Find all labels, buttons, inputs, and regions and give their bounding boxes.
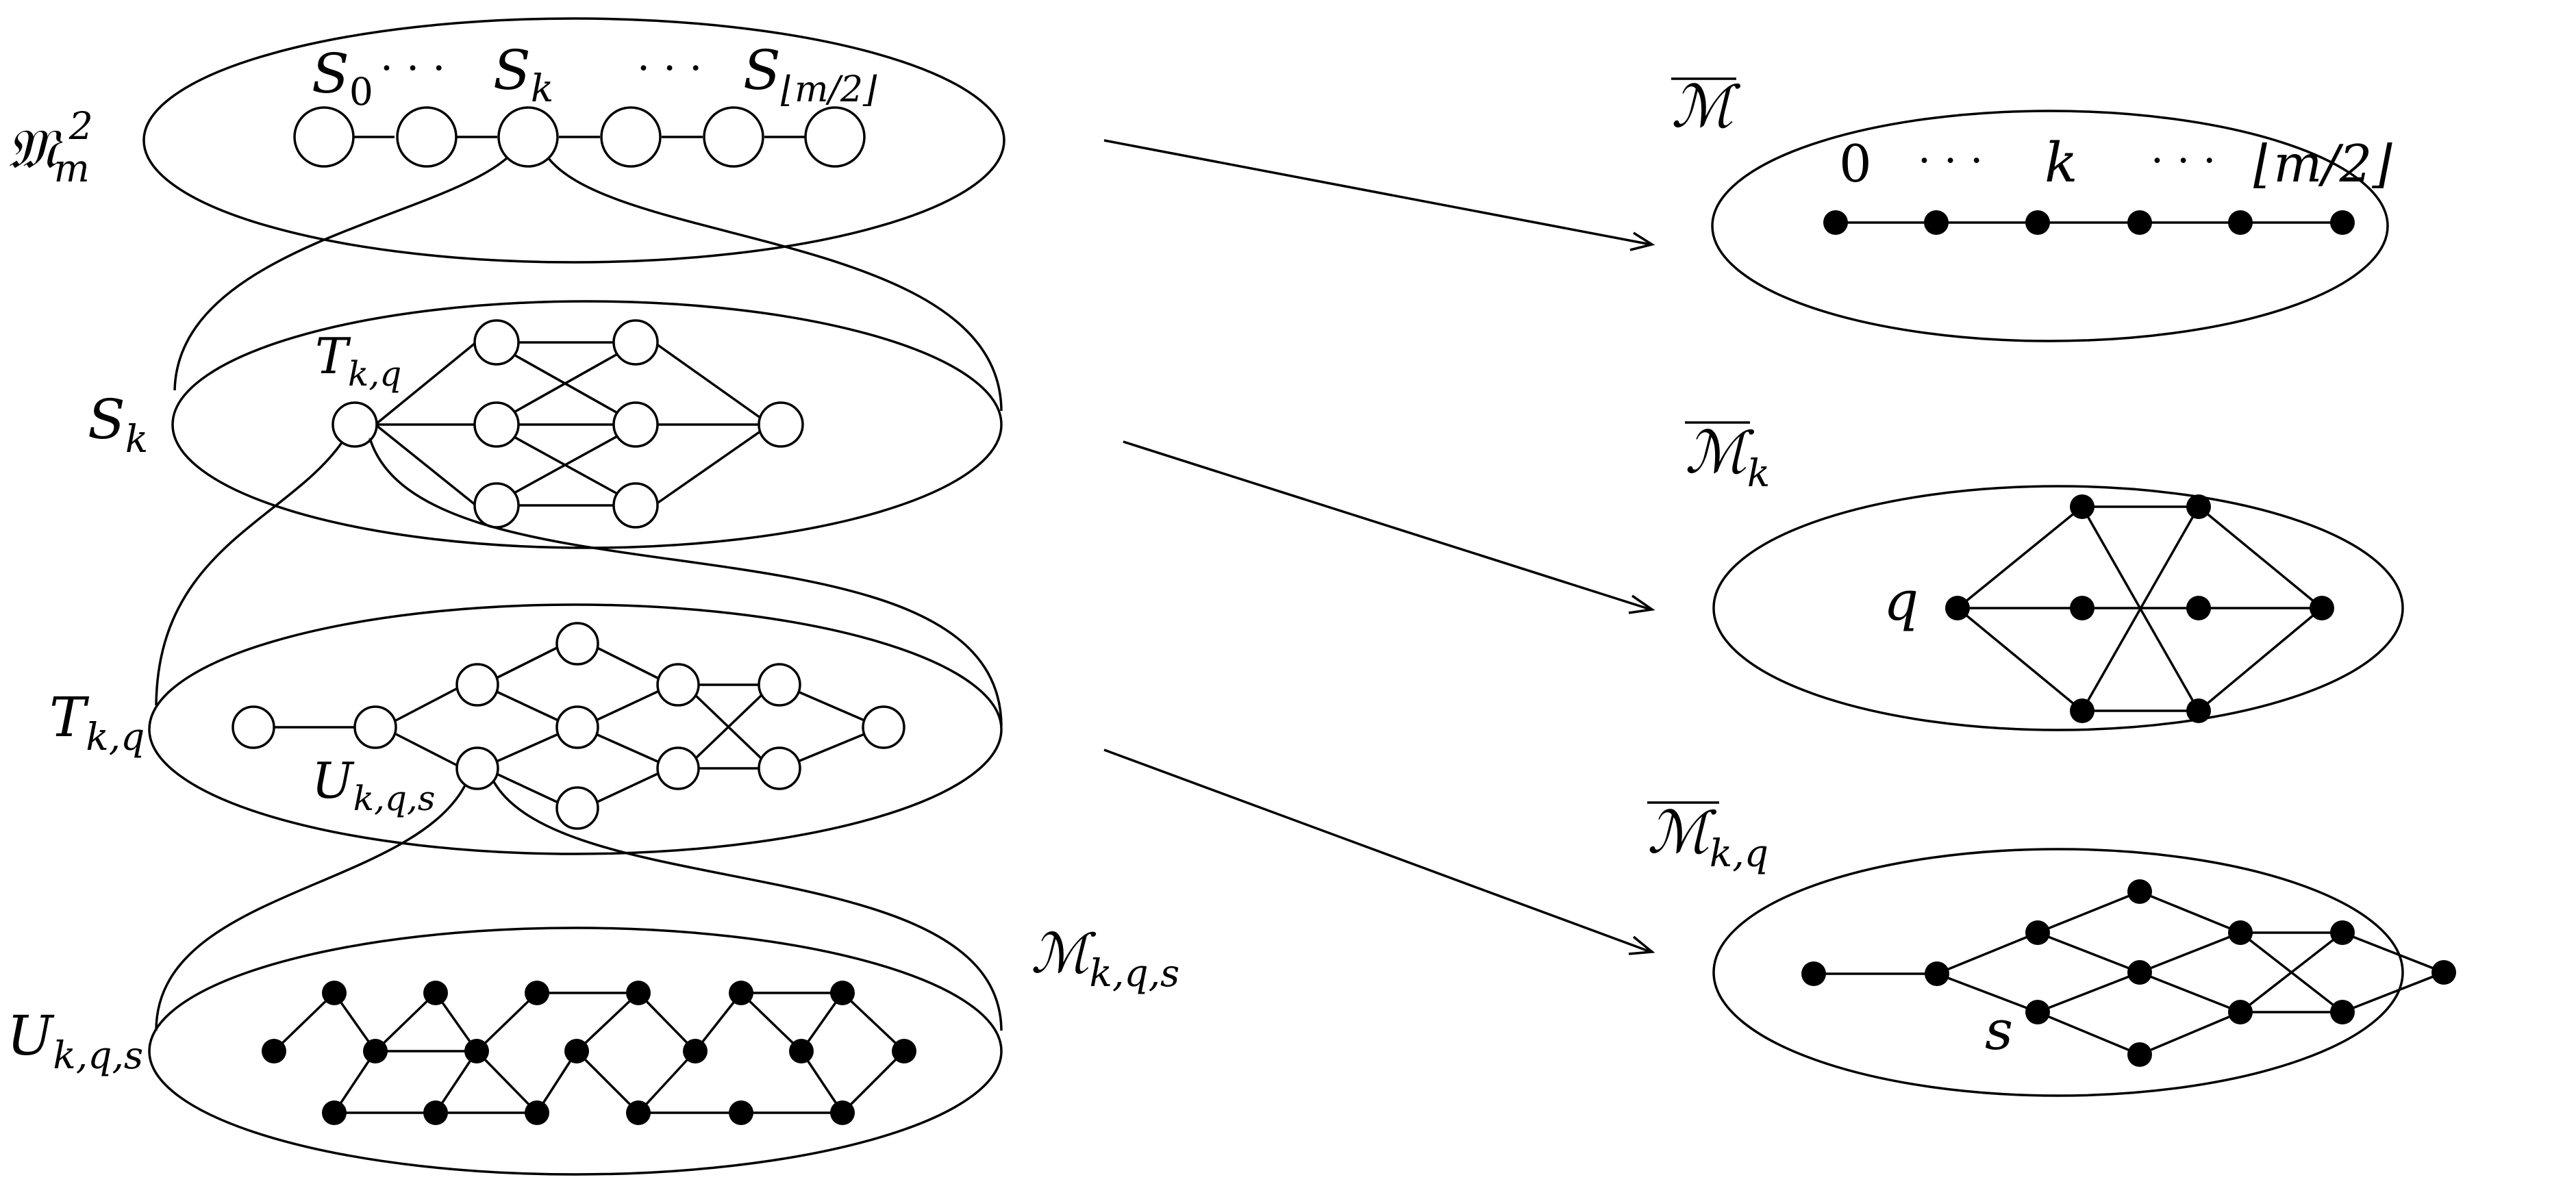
- connector-tkq: [155, 438, 1003, 727]
- top-path-nodes: [293, 106, 866, 168]
- svg-text:S⌊m/2⌋: S⌊m/2⌋: [743, 38, 877, 110]
- level-ukqs: [148, 927, 1003, 1176]
- level-m2m: S0 · · · Sk · · · S⌊m/2⌋: [142, 17, 1005, 264]
- sk-edges: [374, 341, 762, 507]
- label-m-bar: ℳ: [1671, 73, 1741, 141]
- label-inner-tkq: Tk,q: [315, 327, 401, 394]
- left-level-labels: 𝔐m2 Sk Tk,q Uk,q,s ℳk,q,s: [7, 104, 1179, 1077]
- svg-text:k: k: [2044, 131, 2077, 194]
- svg-text:0: 0: [1839, 134, 1872, 194]
- label-m-bar-k: ℳk: [1685, 419, 1770, 495]
- svg-text:· · ·: · · ·: [2151, 137, 2216, 185]
- ukqs-nodes: [262, 981, 916, 1125]
- tkq-edges: [274, 646, 865, 804]
- mkq-edges: [1814, 890, 2444, 1056]
- label-tkq: Tk,q: [49, 685, 145, 759]
- svg-text:q: q: [1884, 569, 1918, 633]
- label-sk: Sk: [88, 388, 148, 461]
- label-ukqs: Uk,q,s: [7, 1004, 143, 1077]
- svg-text:· · ·: · · ·: [380, 45, 445, 92]
- connector-ukqs: [155, 780, 1003, 1031]
- sk-nodes: [332, 319, 804, 529]
- svg-text:Sk: Sk: [493, 38, 553, 110]
- svg-text:S0: S0: [312, 42, 373, 114]
- map-arrows: [1103, 139, 1655, 955]
- connector-sk: [173, 156, 1003, 412]
- level-tkq: Uk,q,s: [148, 603, 1003, 855]
- label-m-bar-kq: ℳk,q: [1647, 799, 1768, 875]
- ellipse-m2m: [142, 17, 1005, 264]
- right-level-mk: ℳk q: [1685, 419, 2404, 731]
- top-path-labels: S0 · · · Sk · · · S⌊m/2⌋: [312, 38, 877, 114]
- ellipse-tkq: [148, 603, 1003, 855]
- tkq-nodes: [232, 622, 905, 830]
- svg-text:s: s: [1985, 998, 2013, 1062]
- mkq-nodes: [1801, 879, 2456, 1067]
- svg-text:⌊m/2⌋: ⌊m/2⌋: [2253, 134, 2392, 194]
- right-level-m: ℳ 0 · · · k · · · ⌊m/2⌋: [1671, 73, 2392, 342]
- mk-nodes: [1945, 494, 2334, 723]
- ellipse-m-bar-kq: [1712, 848, 2404, 1097]
- svg-text:· · ·: · · ·: [637, 45, 702, 92]
- label-m2m: 𝔐m2: [7, 104, 93, 190]
- level-sk: Tk,q: [171, 300, 1003, 549]
- mk-edges: [1956, 505, 2323, 712]
- ellipse-m-bar-k: [1712, 485, 2404, 731]
- right-level-mkq: ℳk,q s: [1647, 799, 2456, 1097]
- label-mkqs: ℳk,q,s: [1031, 922, 1179, 995]
- label-inner-ukqs: Uk,q,s: [312, 752, 435, 818]
- ellipse-ukqs: [148, 927, 1003, 1176]
- ellipse-m-bar: [1711, 110, 2389, 342]
- svg-text:· · ·: · · ·: [1918, 137, 1983, 185]
